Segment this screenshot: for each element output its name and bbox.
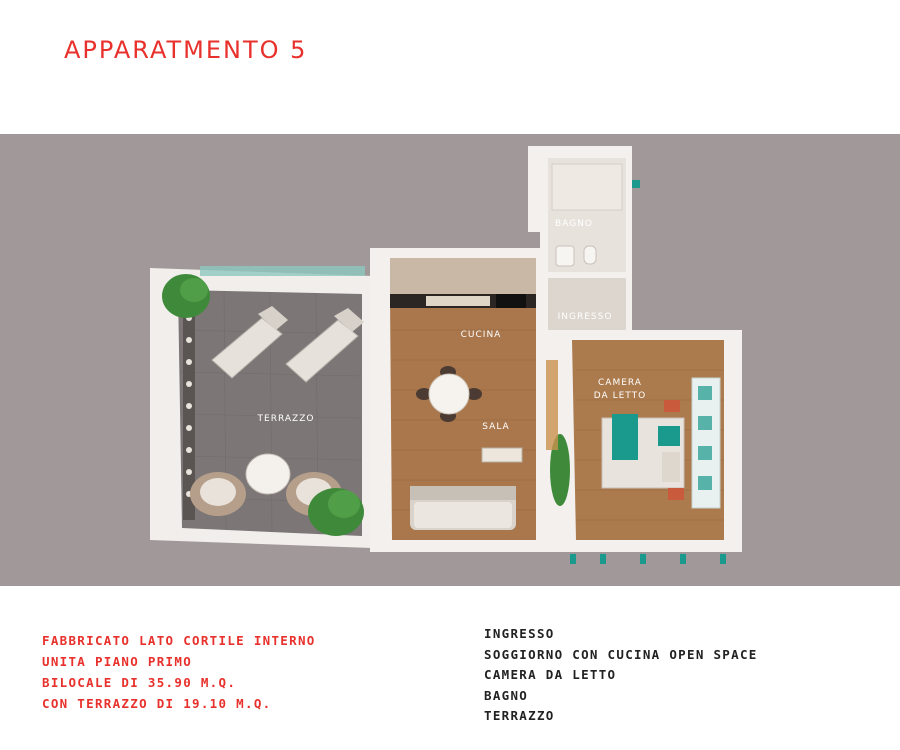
entrance-floor [548,278,626,330]
room-list-item: SOGGIORNO CON CUCINA OPEN SPACE [484,646,758,662]
room-list-item: CAMERA DA LETTO [484,667,617,682]
room-label-bagno: BAGNO [555,219,593,229]
kitchen-counter [390,258,536,298]
room-list-item: TERRAZZO [484,708,555,723]
terrace-table-set [190,453,342,516]
living-floor [390,298,536,540]
room-list: INGRESSO SOGGIORNO CON CUCINA OPEN SPACE… [484,624,758,727]
room-label-ingresso: INGRESSO [557,312,613,322]
sun-loungers [211,306,364,383]
room-list-item: BAGNO [484,687,529,703]
page-title: APPARATMENTO 5 [64,36,308,64]
room-list-item: INGRESSO [484,626,555,641]
room-label-camera-line2: DA LETTO [593,391,647,401]
dining-table [416,366,482,422]
detail-line: UNITA PIANO PRIMO [42,654,193,669]
sofa [410,486,516,530]
detail-line: CON TERRAZZO DI 19.10 M.Q. [42,696,272,711]
room-label-terrazzo: TERRAZZO [257,414,315,424]
room-label-cucina: CUCINA [460,330,502,340]
detail-line: FABBRICATO LATO CORTILE INTERNO [42,633,316,648]
room-label-sala: SALA [482,422,510,432]
apartment-details: FABBRICATO LATO CORTILE INTERNO UNITA PI… [42,630,316,714]
floor-plan-render [150,146,742,564]
detail-line: BILOCALE DI 35.90 M.Q. [42,675,237,690]
bed [601,414,685,489]
room-label-camera-line1: CAMERA [598,378,642,388]
